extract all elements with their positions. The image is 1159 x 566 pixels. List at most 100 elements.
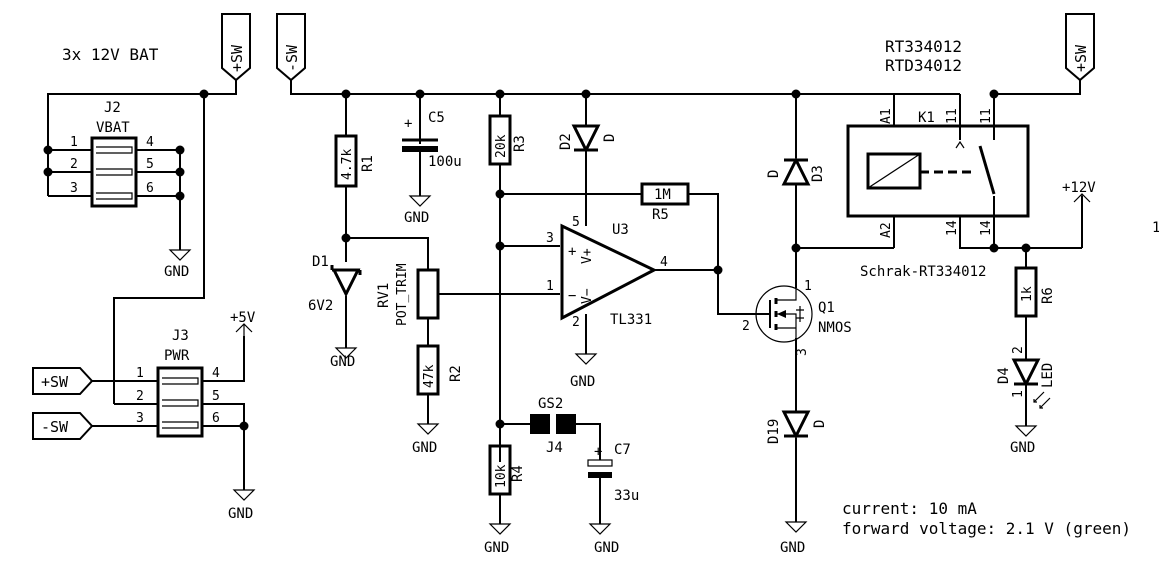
gnd-symbol-d19: GND — [780, 521, 808, 556]
u3-pin-2: 2 — [572, 315, 580, 330]
plus5v-label: +5V — [230, 310, 256, 326]
port-label: +SW — [228, 44, 246, 72]
plus12v-symbol: +12V — [1062, 180, 1096, 206]
r6-value: 1k — [1020, 286, 1035, 302]
r3-ref: R3 — [512, 135, 528, 152]
port-label: -SW — [41, 418, 69, 436]
d3-value: D — [766, 170, 782, 178]
d1-value: 6V2 — [308, 298, 333, 314]
gnd-symbol-d4: GND — [1010, 425, 1038, 456]
relay-part-2: RTD34012 — [885, 56, 962, 75]
u3-minus: − — [568, 288, 576, 304]
d4-pin-2: 2 — [1011, 346, 1026, 354]
resistor-r3: 20k R3 — [488, 114, 528, 166]
relay-k1: A1 A2 11 14 11 14 K1 Schrak-RT334012 — [846, 80, 1082, 280]
gnd-label: GND — [404, 210, 429, 226]
plus12v-label: +12V — [1062, 180, 1096, 196]
d1-ref: D1 — [312, 254, 329, 270]
r4-ref: R4 — [510, 465, 526, 482]
zener-d1: D1 6V2 — [308, 254, 362, 314]
rv1-ref: RV1 — [376, 283, 392, 308]
gnd-symbol-j2: GND — [164, 249, 192, 280]
connector-j3: J3 PWR 1 2 3 4 5 6 — [92, 328, 249, 490]
diode-d3: D D3 — [766, 156, 826, 186]
j2-pin-2: 2 — [70, 157, 78, 172]
gnd-symbol-c5: GND — [404, 195, 432, 226]
gnd-label: GND — [1010, 440, 1035, 456]
d2-value: D — [602, 134, 618, 142]
k1-pin-a1: A1 — [879, 108, 894, 124]
gnd-symbol-c7: GND — [588, 523, 619, 556]
d3-ref: D3 — [810, 165, 826, 182]
capacitor-c5: + C5 100u — [402, 94, 462, 196]
resistor-r2: 47k R2 — [416, 344, 464, 396]
u3-pin-1: 1 — [546, 279, 554, 294]
k1-pin-11a: 11 — [945, 108, 960, 124]
r5-value: 1M — [654, 187, 671, 203]
r4-value: 10k — [494, 464, 509, 488]
mosfet-q1: 1 2 3 Q1 NMOS — [742, 279, 852, 356]
opamp-u3: + − V+ V− 3 1 5 2 4 U3 TL331 — [546, 215, 750, 354]
k1-value: Schrak-RT334012 — [860, 264, 986, 280]
port-minus-sw-left: -SW — [32, 412, 94, 440]
d4-ref: D4 — [996, 367, 1012, 384]
j3-pin-4: 4 — [212, 366, 220, 381]
j2-pin-6: 6 — [146, 181, 154, 196]
u3-vplus: V+ — [580, 248, 595, 264]
led-d4: 2 1 D4 LED — [996, 346, 1056, 409]
c5-ref: C5 — [428, 110, 445, 126]
relay-part-1: RT334012 — [885, 37, 962, 56]
resistor-r6: 1k R6 — [1014, 266, 1056, 318]
d4-pin-1: 1 — [1011, 390, 1026, 398]
port-plus-sw-top-right: +SW — [1065, 13, 1095, 82]
gnd-symbol-j3: GND — [228, 489, 256, 522]
gnd-symbol-u3: GND — [570, 353, 598, 390]
k1-pin-14b: 14 — [979, 220, 994, 236]
u3-pin-5: 5 — [572, 215, 580, 230]
j2-pin-4: 4 — [146, 135, 154, 150]
plus5v-symbol: +5V — [230, 310, 256, 336]
k1-pin-11b: 11 — [979, 108, 994, 124]
j3-pin-1: 1 — [136, 366, 144, 381]
r2-ref: R2 — [448, 365, 464, 382]
port-plus-sw-left: +SW — [32, 367, 94, 395]
gnd-symbol-d1: GND — [330, 347, 358, 370]
j3-ref: J3 — [172, 328, 189, 344]
d19-value: D — [812, 420, 828, 428]
r3-value: 20k — [494, 134, 509, 158]
j3-pin-2: 2 — [136, 389, 144, 404]
c5-polarity: + — [404, 116, 412, 132]
rv1-value: POT_TRIM — [395, 263, 410, 326]
gnd-label: GND — [484, 540, 509, 556]
resistor-r4: 10k R4 — [488, 444, 526, 496]
note-forward-voltage: forward voltage: 2.1 V (green) — [842, 519, 1131, 538]
port-label: +SW — [41, 373, 69, 391]
u3-value: TL331 — [610, 312, 652, 328]
r6-ref: R6 — [1040, 287, 1056, 304]
capacitor-c7: + C7 33u — [587, 442, 639, 524]
d2-ref: D2 — [558, 133, 574, 150]
j3-pin-3: 3 — [136, 411, 144, 426]
d4-value: LED — [1040, 363, 1056, 388]
j4-ref: J4 — [546, 440, 563, 456]
gnd-symbol-r2: GND — [412, 423, 440, 456]
q1-pin-3: 3 — [795, 348, 810, 356]
r2-value: 47k — [422, 364, 437, 388]
c7-polarity: + — [594, 444, 602, 460]
j2-pin-3: 3 — [70, 181, 78, 196]
edge-mark: 1 — [1152, 220, 1159, 236]
j2-ref: J2 — [104, 100, 121, 116]
u3-ref: U3 — [612, 222, 629, 238]
d19-ref: D19 — [766, 419, 782, 444]
r1-value: 4.7k — [340, 149, 355, 180]
port-minus-sw-top: -SW — [276, 13, 306, 82]
k1-pin-a2: A2 — [879, 222, 894, 238]
r1-ref: R1 — [360, 155, 376, 172]
connector-j2: J2 VBAT 1 2 3 4 5 6 — [43, 80, 237, 250]
resistor-r1: 4.7k R1 — [334, 134, 376, 188]
note-current: current: 10 mA — [842, 499, 977, 518]
j2-value: VBAT — [96, 120, 130, 136]
u3-plus: + — [568, 244, 576, 260]
r5-ref: R5 — [652, 207, 669, 223]
